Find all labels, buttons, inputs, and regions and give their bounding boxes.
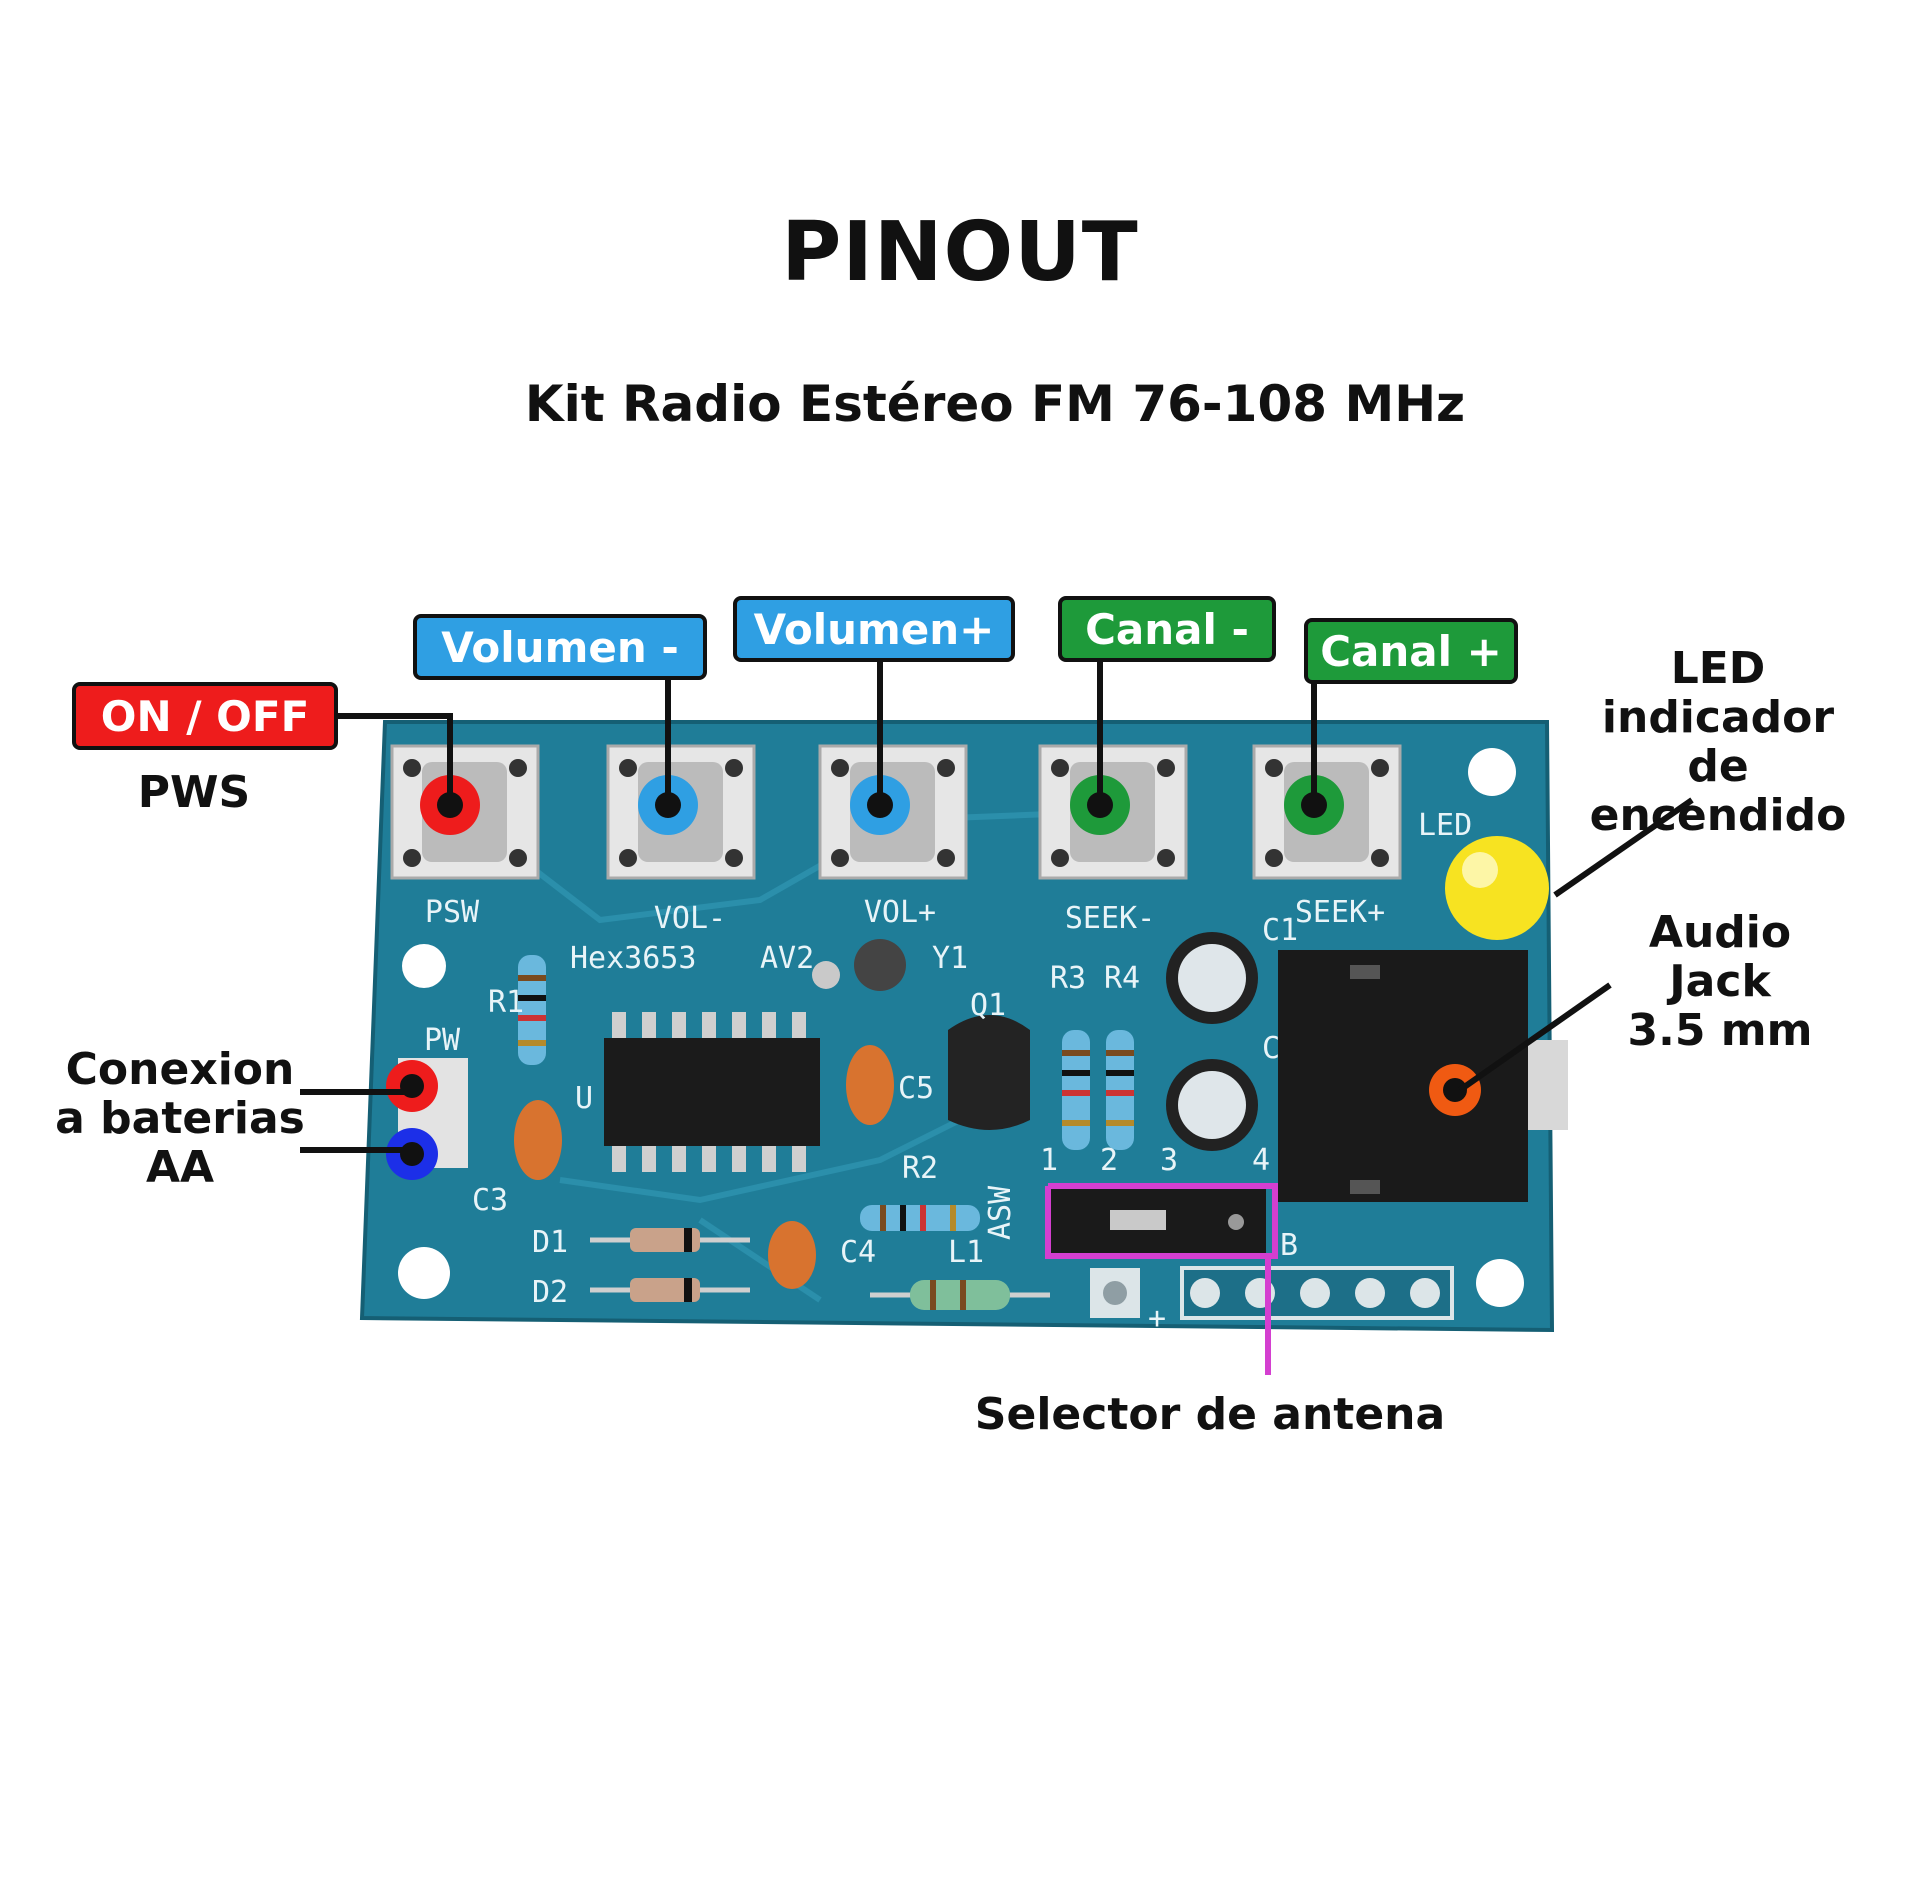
label-conexion-baterias: Conexion a baterias AA	[50, 1045, 310, 1192]
silk-c3: C3	[472, 1183, 508, 1218]
callout-vol-plus-text: Volumen+	[754, 605, 995, 654]
led-indicator	[1445, 836, 1549, 940]
silk-d1: D1	[532, 1225, 568, 1260]
label-led-line-3: encendido	[1589, 790, 1847, 841]
button-seek-plus[interactable]	[1252, 744, 1402, 880]
label-audio-line-3: 3.5 mm	[1627, 1005, 1813, 1056]
page-title: PINOUT	[781, 205, 1139, 300]
label-led-line-1: LED indicador	[1601, 643, 1835, 743]
silk-num-1: 1	[1040, 1143, 1058, 1178]
leader-led	[1553, 797, 1694, 898]
label-audio-line-2: Jack	[1669, 956, 1771, 1007]
silk-led: LED	[1418, 808, 1472, 843]
diode-d1	[590, 1228, 750, 1252]
silk-d2: D2	[532, 1275, 568, 1310]
silk-r4: R4	[1104, 961, 1140, 996]
label-baterias-line-1: Conexion	[65, 1044, 295, 1095]
label-led-line-2: de	[1687, 741, 1749, 792]
button-vol-plus[interactable]	[818, 744, 968, 880]
label-led-indicador: LED indicador de encendido	[1548, 644, 1888, 840]
capacitor-c5	[846, 1045, 894, 1125]
silk-q1: Q1	[970, 988, 1006, 1023]
silk-num-2: 2	[1100, 1143, 1118, 1178]
button-seek-minus[interactable]	[1038, 744, 1188, 880]
antenna-jumper	[1048, 1186, 1266, 1256]
label-baterias-line-3: AA	[145, 1142, 215, 1193]
callout-canal-minus: Canal -	[1058, 596, 1276, 662]
diode-d2	[590, 1278, 750, 1302]
silk-asw: ASW	[983, 1185, 1018, 1240]
leader-audio	[1458, 982, 1612, 1093]
button-vol-minus[interactable]	[606, 744, 756, 880]
ic-chip	[604, 1012, 820, 1172]
silk-plus: +	[1148, 1301, 1166, 1336]
resistor-r2	[860, 1205, 980, 1231]
callout-vol-plus: Volumen+	[733, 596, 1015, 662]
silk-pw: PW	[424, 1023, 461, 1058]
capacitor-c1	[1166, 932, 1258, 1024]
silk-av: AV2	[760, 941, 814, 976]
silk-r2: R2	[902, 1151, 938, 1186]
silk-vol-minus: VOL-	[654, 901, 726, 936]
callout-canal-minus-text: Canal -	[1085, 605, 1249, 654]
crystal-y1	[812, 939, 906, 991]
silk-num-4: 4	[1252, 1143, 1270, 1178]
silk-u1: U	[575, 1081, 593, 1116]
resistor-r1	[518, 955, 546, 1065]
silk-vol-plus: VOL+	[864, 895, 936, 930]
selector-highlight-box	[1045, 1183, 1278, 1259]
silk-c5: C5	[898, 1071, 934, 1106]
transistor-q1	[948, 1015, 1030, 1130]
leader-lines	[300, 660, 1694, 1153]
page-subtitle: Kit Radio Estéreo FM 76-108 MHz	[524, 375, 1466, 433]
silk-psw: PSW	[425, 895, 480, 930]
audio-jack	[1278, 950, 1568, 1202]
silk-l1: L1	[948, 1235, 984, 1270]
power-header	[386, 1058, 468, 1180]
capacitor-c2	[1166, 1059, 1258, 1151]
resistor-r4	[1106, 1030, 1134, 1150]
silk-b: B	[1280, 1228, 1298, 1263]
silk-y1: Y1	[932, 941, 968, 976]
callout-vol-minus: Volumen -	[413, 614, 707, 680]
callout-canal-plus: Canal +	[1304, 618, 1518, 684]
silk-c4: C4	[840, 1235, 876, 1270]
callout-canal-plus-text: Canal +	[1320, 627, 1502, 676]
callout-on-off-text: ON / OFF	[101, 692, 310, 741]
silk-chip: Hex3653	[570, 941, 696, 976]
button-psw[interactable]	[390, 744, 540, 880]
silk-seek-plus: SEEK+	[1295, 895, 1385, 930]
resistor-r3	[1062, 1030, 1090, 1150]
capacitor-c4	[768, 1221, 816, 1289]
inductor-l1	[870, 1280, 1050, 1310]
silk-r3: R3	[1050, 961, 1086, 996]
callout-vol-minus-text: Volumen -	[441, 623, 679, 672]
label-audio-jack: Audio Jack 3.5 mm	[1610, 908, 1830, 1055]
silk-r1: R1	[488, 985, 524, 1020]
leader-on-off	[336, 713, 453, 805]
label-audio-line-1: Audio	[1648, 907, 1792, 958]
silk-c1: C1	[1262, 913, 1298, 948]
silk-num-3: 3	[1160, 1143, 1178, 1178]
label-baterias-line-2: a baterias	[55, 1093, 305, 1144]
label-selector-antena: Selector de antena	[974, 1389, 1446, 1440]
callout-on-off: ON / OFF	[72, 682, 338, 750]
label-pws: PWS	[137, 767, 251, 818]
capacitor-c3	[514, 1100, 562, 1180]
silk-seek-minus: SEEK-	[1065, 901, 1155, 936]
